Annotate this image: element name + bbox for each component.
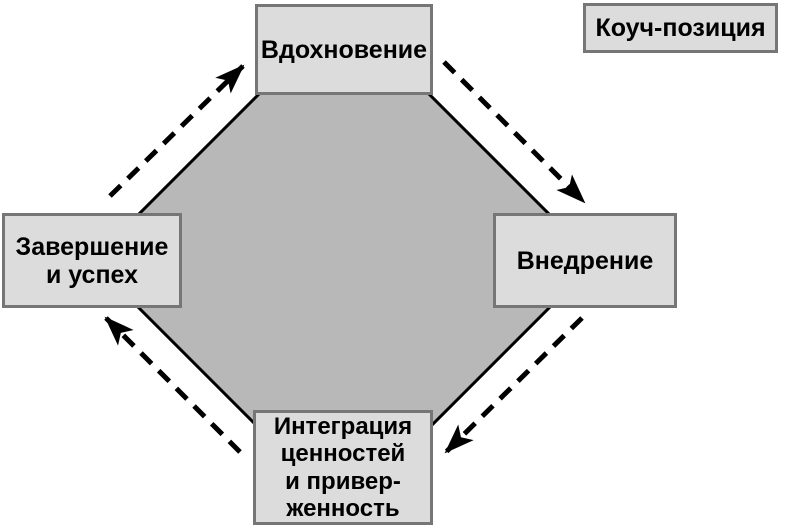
arrow-completion-to-inspiration <box>108 64 245 198</box>
arrow-implementation-to-integration <box>444 316 584 454</box>
arrow-inspiration-to-implementation <box>442 60 586 204</box>
arrow-integration-to-completion <box>104 316 242 454</box>
node-inspiration: Вдохновение <box>255 4 433 95</box>
node-integration: Интеграция ценностей и привер- женность <box>253 410 433 525</box>
legend-coach-position: Коуч-позиция <box>583 3 778 53</box>
node-completion: Завершение и успех <box>2 213 182 308</box>
node-implementation: Внедрение <box>493 213 677 308</box>
node-completion-label: Завершение и успех <box>15 232 169 289</box>
node-inspiration-label: Вдохновение <box>260 35 428 64</box>
legend-coach-position-label: Коуч-позиция <box>595 14 766 42</box>
node-implementation-label: Внедрение <box>516 246 654 275</box>
node-integration-label: Интеграция ценностей и привер- женность <box>273 413 413 522</box>
